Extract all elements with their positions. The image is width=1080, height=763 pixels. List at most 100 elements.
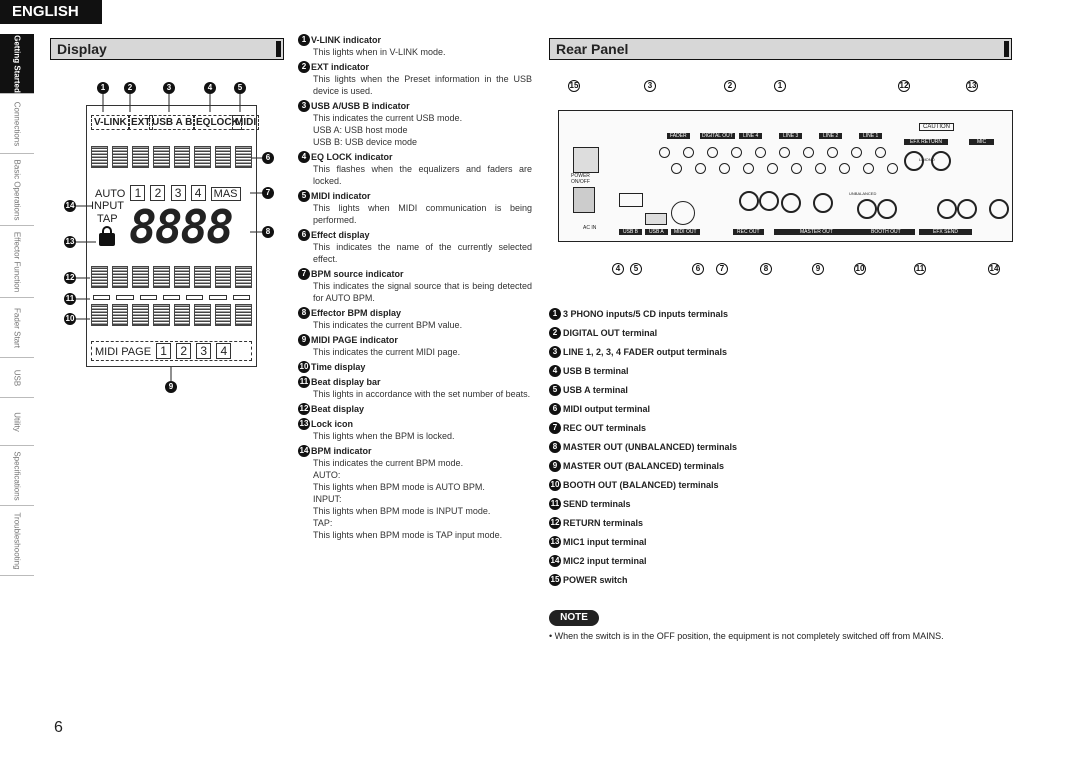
note-tag: NOTE	[549, 610, 599, 626]
side-nav-item[interactable]: Effector Function	[0, 226, 34, 298]
usb-b-label: USB B	[619, 229, 643, 235]
beat-display-segments	[91, 266, 252, 288]
rca-jack	[827, 147, 838, 158]
rear-top-callout: 13	[966, 80, 978, 92]
lcd-ext-tag: EXT	[128, 115, 154, 130]
rear-terminal-label: SEND terminals	[563, 499, 631, 509]
efx-return-label: EFX RETURN	[904, 139, 948, 145]
lcd-num-1: 1	[130, 185, 146, 201]
callout-13: 13	[64, 236, 76, 248]
item-number-badge: 10	[298, 361, 310, 373]
display-item-desc: This indicates the current BPM value.	[313, 320, 463, 330]
midi-page-3: 3	[196, 343, 212, 359]
rca-jack	[875, 147, 886, 158]
display-item-desc: This indicates the name of the currently…	[313, 242, 532, 264]
rear-bottom-callout: 9	[812, 263, 824, 275]
rear-terminal-label: MIC1 input terminal	[563, 537, 647, 547]
rear-terminal-label: LINE 1, 2, 3, 4 FADER output terminals	[563, 347, 728, 357]
callout-4: 4	[204, 82, 216, 94]
rear-terminal-label: REC OUT terminals	[563, 423, 647, 433]
xlr-jack	[857, 199, 877, 219]
display-section-title: Display	[50, 38, 284, 60]
side-nav-label: Getting Started	[12, 34, 22, 93]
xlr-jack	[989, 199, 1009, 219]
rear-terminal-label: MASTER OUT (BALANCED) terminals	[563, 461, 725, 471]
item-title-text: Beat display bar	[311, 377, 381, 387]
lcd-num-2: 2	[150, 185, 166, 201]
line1-label: LINE 1	[859, 133, 883, 139]
lcd-mas-label: MAS	[210, 187, 241, 201]
side-nav-item[interactable]: Fader Start	[0, 298, 34, 358]
callout-7: 7	[262, 187, 274, 199]
xlr-jack	[904, 151, 924, 171]
item-title-text: Lock icon	[311, 419, 354, 429]
xlr-jack	[877, 199, 897, 219]
item-number-badge: 7	[549, 422, 561, 434]
item-title-text: EQ LOCK indicator	[311, 152, 393, 162]
side-nav-item[interactable]: Getting Started	[0, 34, 34, 94]
side-nav-item[interactable]: Basic Operations	[0, 154, 34, 226]
rca-jack	[659, 147, 670, 158]
midi-page-2: 2	[176, 343, 192, 359]
midi-page-1: 1	[156, 343, 172, 359]
rca-jack	[755, 147, 766, 158]
lcd-display-diagram: V-LINK EXT USB A B EQLOCK MIDI AUTO 1 2 …	[86, 105, 260, 367]
rca-jack	[863, 163, 874, 174]
item-title-text: Beat display	[311, 404, 365, 414]
display-item-desc: This indicates the current MIDI page.	[313, 347, 461, 357]
rca-jack	[671, 163, 682, 174]
display-item-desc: This indicates the current BPM mode. AUT…	[313, 458, 503, 540]
display-item-desc: This indicates the current USB mode. USB…	[313, 113, 463, 147]
lcd-num-4: 4	[190, 185, 206, 201]
side-nav-item[interactable]: Utility	[0, 398, 34, 446]
side-nav-item[interactable]: Connections	[0, 94, 34, 154]
item-title-text: USB A/USB B indicator	[311, 101, 410, 111]
rca-jack	[851, 147, 862, 158]
item-number-badge: 8	[298, 307, 310, 319]
rear-bottom-callout: 8	[760, 263, 772, 275]
item-title-text: MIDI indicator	[311, 191, 371, 201]
rear-terminal-label: RETURN terminals	[563, 518, 644, 528]
side-nav-label: USB	[12, 369, 22, 386]
callout-10: 10	[64, 313, 76, 325]
language-tab: ENGLISH	[0, 0, 102, 24]
lcd-usb-tag: USB A B	[149, 115, 196, 130]
side-nav-item[interactable]: USB	[0, 358, 34, 398]
item-number-badge: 10	[549, 479, 561, 491]
item-number-badge: 2	[549, 327, 561, 339]
callout-3: 3	[163, 82, 175, 94]
rear-terminal-label: 3 PHONO inputs/5 CD inputs terminals	[563, 309, 729, 319]
item-title-text: Time display	[311, 362, 366, 372]
item-number-badge: 7	[298, 268, 310, 280]
callout-12: 12	[64, 272, 76, 284]
lcd-midi-tag: MIDI	[232, 115, 260, 130]
rca-jack	[779, 147, 790, 158]
rear-top-callout: 2	[724, 80, 736, 92]
callout-11: 11	[64, 293, 76, 305]
side-nav-item[interactable]: Specifications	[0, 446, 34, 506]
rca-jack	[743, 163, 754, 174]
booth-out-label: BOOTH OUT	[857, 229, 915, 235]
item-number-badge: 1	[298, 34, 310, 46]
side-nav-item[interactable]: Troubleshooting	[0, 506, 34, 576]
